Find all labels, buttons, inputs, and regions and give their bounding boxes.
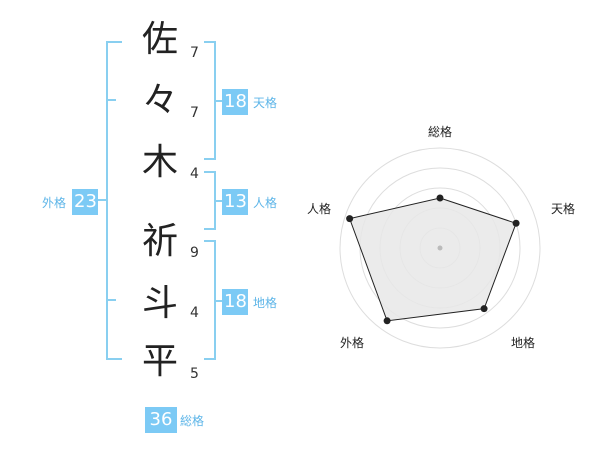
chikaku-bracket-stem: [214, 300, 222, 302]
tenkaku-label: 天格: [253, 96, 278, 110]
radar-label-chikaku: 地格: [511, 336, 536, 350]
name-char-3: 木: [141, 142, 178, 183]
stroke-count-4: 9: [190, 245, 199, 261]
gaikaku-label: 外格: [42, 196, 67, 210]
radar-polygon: [348, 197, 517, 322]
name-char-1: 佐: [141, 19, 178, 60]
stroke-count-5: 4: [190, 305, 199, 321]
name-char-5: 斗: [141, 283, 178, 324]
stroke-count-1: 7: [190, 45, 199, 61]
stroke-count-6: 5: [190, 366, 199, 382]
stroke-count-2: 7: [190, 105, 199, 121]
radar-label-jinkaku: 人格: [307, 202, 332, 216]
name-char-4: 祈: [141, 221, 178, 262]
gaikaku-bracket-stem: [98, 199, 108, 201]
soukaku-label: 総格: [180, 414, 205, 428]
radar-center-dot: [437, 245, 443, 251]
chikaku-score: 18: [222, 289, 248, 315]
gaikaku-score: 23: [72, 189, 98, 215]
radar-points: [346, 194, 520, 325]
jinkaku-score: 13: [222, 189, 248, 215]
chikaku-label: 地格: [253, 296, 278, 310]
radar-chart: [339, 147, 541, 349]
radar-label-gaikaku: 外格: [340, 336, 365, 350]
name-char-2: 々: [141, 80, 178, 121]
stroke-count-3: 4: [190, 166, 199, 182]
radar-point-4: [383, 317, 391, 325]
radar-point-1: [436, 194, 444, 202]
left-tick-2: [106, 99, 116, 101]
name-char-6: 平: [141, 341, 178, 382]
jinkaku-bracket-stem: [214, 200, 222, 202]
tenkaku-score: 18: [222, 89, 248, 115]
radar-point-2: [512, 219, 520, 227]
jinkaku-label: 人格: [253, 196, 278, 210]
tenkaku-bracket-stem: [214, 100, 222, 102]
radar-point-5: [346, 215, 354, 223]
left-tick-5: [106, 299, 116, 301]
radar-label-tenkaku: 天格: [551, 202, 576, 216]
soukaku-score: 36: [145, 407, 177, 433]
radar-point-3: [480, 305, 488, 313]
radar-label-soukaku: 総格: [428, 125, 453, 139]
gaikaku-bracket: [106, 41, 122, 360]
